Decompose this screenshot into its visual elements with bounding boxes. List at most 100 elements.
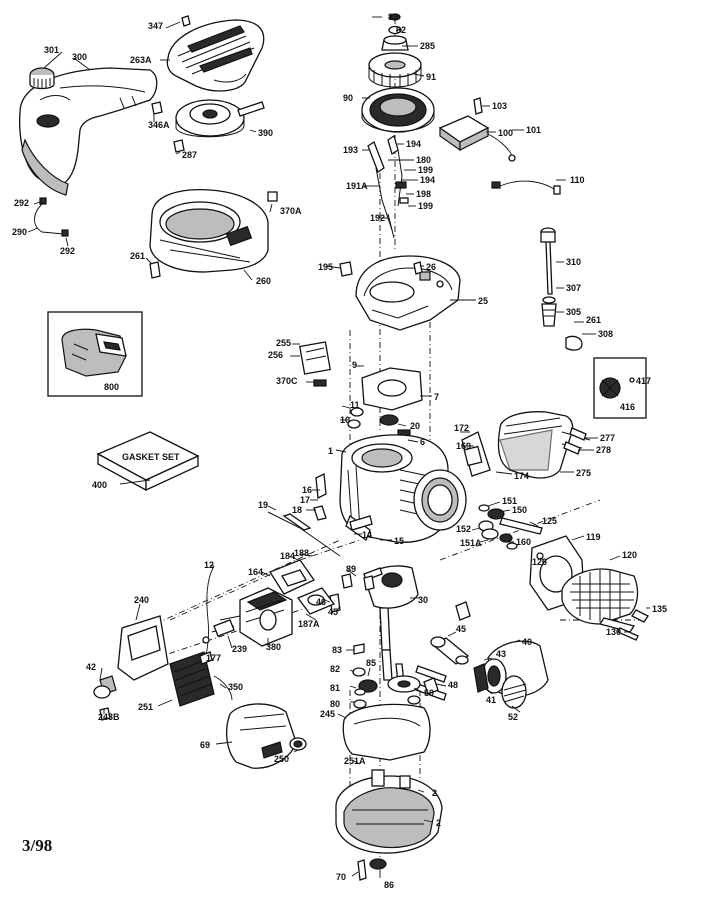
part-label-199: 199	[418, 165, 433, 175]
small-fasteners	[34, 15, 587, 721]
fuel-tank	[19, 67, 158, 196]
inset-box-800	[47, 311, 143, 397]
part-label-69: 69	[200, 740, 210, 750]
part-label-174: 174	[514, 471, 529, 481]
part-label-417: 417	[636, 376, 651, 386]
part-label-151a: 151A	[460, 538, 482, 548]
blower-housing	[149, 189, 278, 273]
part-label-10: 10	[340, 415, 350, 425]
part-label-30: 30	[418, 595, 428, 605]
spark-plug	[617, 609, 649, 641]
part-label-277: 277	[600, 433, 615, 443]
part-label-305: 305	[566, 307, 581, 317]
part-label-260: 260	[256, 276, 271, 286]
part-label-187a: 187A	[298, 619, 320, 629]
part-label-119: 119	[586, 532, 601, 542]
part-label-91: 91	[426, 72, 436, 82]
part-label-251a: 251A	[344, 756, 366, 766]
part-label-85: 85	[366, 658, 376, 668]
part-label-70: 70	[336, 872, 346, 882]
part-label-800: 800	[104, 382, 119, 392]
part-label-86: 86	[384, 880, 394, 890]
part-label-135: 135	[652, 604, 667, 614]
gasket-set-label: GASKET SET	[122, 452, 180, 462]
muffler	[461, 411, 591, 479]
part-label-380: 380	[266, 642, 281, 652]
part-label-82: 82	[330, 664, 340, 674]
part-label-310: 310	[566, 257, 581, 267]
part-label-188: 188	[294, 548, 309, 558]
part-label-46: 46	[316, 597, 326, 607]
leader-lines	[27, 16, 650, 878]
carburetor	[211, 559, 336, 647]
part-label-350: 350	[228, 682, 243, 692]
part-label-275: 275	[576, 468, 591, 478]
mounting-plate	[355, 255, 461, 331]
piston	[473, 640, 549, 709]
dipstick-tube	[540, 227, 583, 351]
part-label-292: 292	[60, 246, 75, 256]
camshaft-gears	[352, 643, 421, 709]
part-label-12: 12	[204, 560, 214, 570]
part-label-6: 6	[420, 437, 425, 447]
part-label-101: 101	[526, 125, 541, 135]
part-label-400: 400	[92, 480, 107, 490]
part-label-191a: 191A	[346, 181, 368, 191]
part-label-90: 90	[343, 93, 353, 103]
part-label-18: 18	[292, 505, 302, 515]
crankshaft	[329, 565, 419, 681]
part-label-11: 11	[350, 400, 360, 410]
part-label-17: 17	[300, 495, 310, 505]
part-label-370c: 370C	[276, 376, 298, 386]
part-label-48: 48	[448, 680, 458, 690]
part-label-150: 150	[512, 505, 527, 515]
part-label-151: 151	[502, 496, 517, 506]
part-label-285: 285	[420, 41, 435, 51]
governor-linkage	[367, 134, 409, 239]
cylinder-block	[339, 434, 467, 543]
part-label-278: 278	[596, 445, 611, 455]
part-label-15: 15	[394, 536, 404, 546]
part-label-43: 43	[496, 649, 506, 659]
part-label-301: 301	[44, 45, 59, 55]
part-label-290: 290	[12, 227, 27, 237]
part-label-45: 45	[456, 624, 466, 634]
part-label-287: 287	[182, 150, 197, 160]
part-label-250: 250	[274, 754, 289, 764]
part-label-40: 40	[522, 637, 532, 647]
part-label-83: 83	[332, 645, 342, 655]
part-label-152: 152	[456, 524, 471, 534]
part-label-125: 125	[542, 516, 557, 526]
part-label-177: 177	[206, 653, 221, 663]
part-label-263a: 263A	[130, 55, 152, 65]
flywheel-stack	[361, 13, 435, 133]
part-label-45: 45	[328, 607, 338, 617]
part-label-169: 169	[456, 441, 471, 451]
part-label-160: 160	[516, 537, 531, 547]
part-label-292: 292	[14, 198, 29, 208]
part-label-307: 307	[566, 283, 581, 293]
crankcase-sump	[335, 703, 443, 881]
part-label-100: 100	[498, 128, 513, 138]
part-label-82: 82	[396, 25, 406, 35]
part-label-9: 9	[352, 360, 357, 370]
part-label-7: 7	[434, 392, 439, 402]
part-label-195: 195	[318, 262, 333, 272]
part-label-81: 81	[330, 683, 340, 693]
part-label-308: 308	[598, 329, 613, 339]
part-label-172: 172	[454, 423, 469, 433]
part-label-103: 103	[492, 101, 507, 111]
part-label-164: 164	[248, 567, 263, 577]
part-label-180: 180	[416, 155, 431, 165]
part-label-194: 194	[406, 139, 421, 149]
part-label-192: 192	[370, 213, 385, 223]
part-label-390: 390	[258, 128, 273, 138]
part-label-26: 26	[426, 262, 436, 272]
gasket-set-box	[96, 431, 200, 492]
valves-and-springs	[478, 504, 544, 560]
part-label-80: 80	[330, 699, 340, 709]
part-label-41: 41	[486, 695, 496, 705]
part-label-300: 300	[72, 52, 87, 62]
